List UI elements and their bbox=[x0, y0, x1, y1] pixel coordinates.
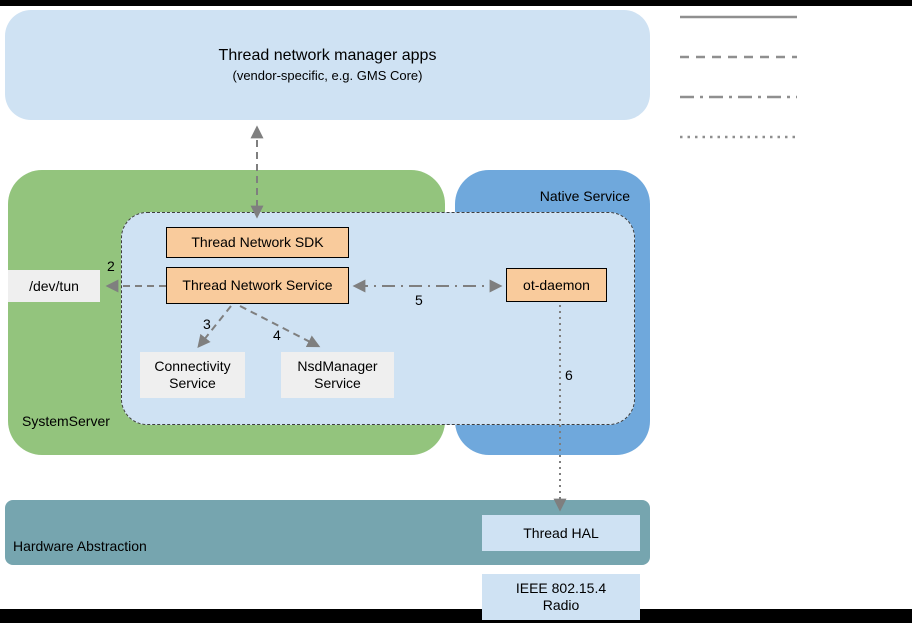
thread-manager-apps-box: Thread network manager apps (vendor-spec… bbox=[5, 10, 650, 120]
nsd-manager-label-line2: Service bbox=[314, 375, 361, 391]
connection-label-3: 3 bbox=[203, 316, 211, 332]
ieee-radio-label-line2: Radio bbox=[542, 597, 580, 613]
connection-label-6: 6 bbox=[565, 367, 573, 383]
ot-daemon-label: ot-daemon bbox=[523, 276, 590, 293]
thread-network-service-label: Thread Network Service bbox=[182, 277, 333, 293]
system-server-label: SystemServer bbox=[22, 413, 110, 429]
thread-hal-label: Thread HAL bbox=[523, 524, 599, 541]
dev-tun-label: /dev/tun bbox=[29, 277, 79, 294]
top-border-bar bbox=[0, 0, 912, 6]
connection-label-4: 4 bbox=[273, 327, 281, 343]
dev-tun-box: /dev/tun bbox=[8, 270, 100, 302]
connectivity-service-label-line1: Connectivity bbox=[154, 358, 231, 374]
connectivity-service-label-line2: Service bbox=[169, 375, 216, 391]
hardware-abstraction-label: Hardware Abstraction bbox=[13, 538, 147, 554]
thread-network-sdk-label: Thread Network SDK bbox=[191, 234, 324, 250]
apps-box-title: Thread network manager apps bbox=[218, 47, 437, 64]
connectivity-service-box: Connectivity Service bbox=[140, 352, 245, 398]
nsd-manager-service-box: NsdManager Service bbox=[281, 352, 394, 398]
bottom-border-bar bbox=[0, 609, 912, 623]
thread-network-service-box: Thread Network Service bbox=[166, 267, 349, 304]
apps-box-subtitle: (vendor-specific, e.g. GMS Core) bbox=[232, 68, 423, 83]
connection-label-2: 2 bbox=[107, 258, 115, 274]
thread-network-sdk-box: Thread Network SDK bbox=[166, 227, 349, 258]
native-service-label: Native Service bbox=[539, 188, 630, 204]
ieee-radio-box: IEEE 802.15.4 Radio bbox=[482, 574, 640, 620]
connection-label-5: 5 bbox=[415, 292, 423, 308]
thread-hal-box: Thread HAL bbox=[482, 515, 640, 551]
ieee-radio-label-line1: IEEE 802.15.4 bbox=[515, 580, 607, 596]
nsd-manager-label-line1: NsdManager bbox=[297, 358, 378, 374]
ot-daemon-box: ot-daemon bbox=[506, 268, 607, 302]
